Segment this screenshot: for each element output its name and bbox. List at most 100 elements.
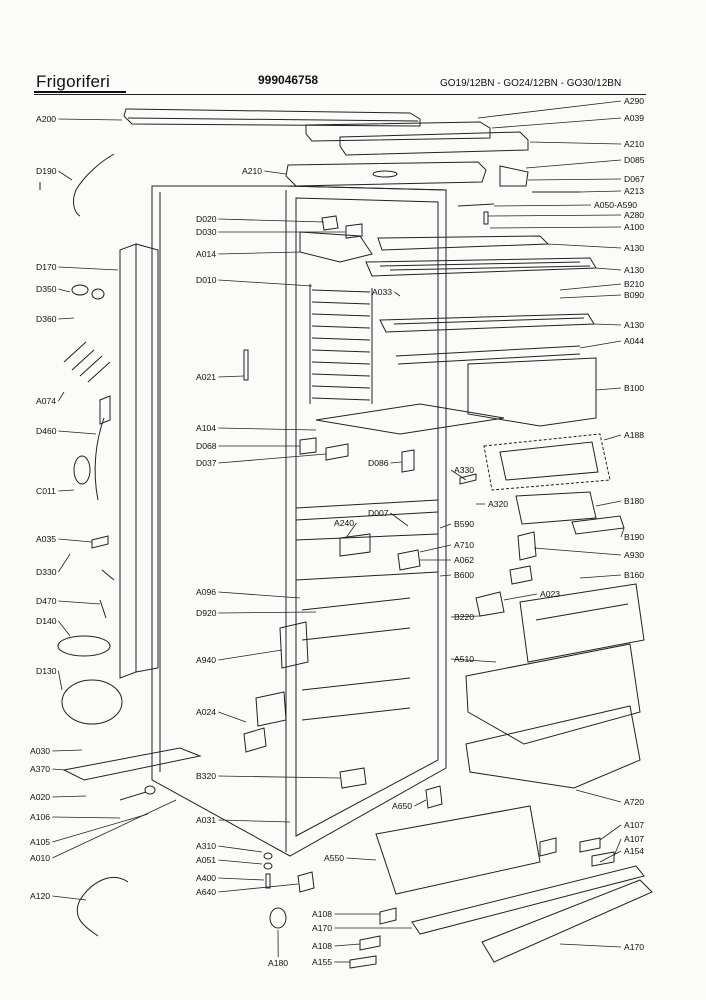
leader-line-a940	[218, 649, 283, 661]
callout-label-a130b: A130	[624, 265, 644, 275]
leader-line-a107a	[599, 824, 622, 841]
leader-line-a044	[579, 340, 622, 349]
leader-line-a050	[493, 204, 592, 207]
leader-line-b160	[579, 574, 622, 579]
leader-line-a033	[394, 291, 401, 297]
control-panel	[339, 131, 529, 156]
callout-label-a650: A650	[392, 801, 412, 811]
callout-label-a155: A155	[312, 957, 332, 967]
shelf-a130-upper	[377, 235, 550, 251]
callout-label-a023: A023	[540, 589, 560, 599]
callout-label-a370: A370	[30, 764, 50, 774]
callout-label-d460: D460	[36, 426, 57, 436]
callout-label-d037: D037	[196, 458, 217, 468]
evaporator	[309, 284, 373, 404]
callout-label-a550: A550	[324, 853, 344, 863]
leader-line-a031	[218, 819, 291, 823]
crisper-drawer	[467, 357, 597, 427]
callout-label-a154: A154	[624, 846, 644, 856]
callout-label-d007: D007	[368, 508, 389, 518]
leader-line-a108b	[334, 943, 361, 947]
brand-title: Frigoriferi	[36, 72, 110, 91]
leader-line-a130c	[593, 323, 622, 326]
leader-line-a210a	[529, 141, 622, 145]
callout-label-a107a: A107	[624, 820, 644, 830]
callout-label-a188: A188	[624, 430, 644, 440]
leader-line-a290	[477, 100, 622, 119]
leader-line-a154	[599, 850, 622, 863]
leader-line-a720	[575, 789, 622, 803]
callout-label-a074: A074	[36, 396, 56, 406]
leader-line-a650	[414, 799, 427, 807]
callout-label-a024: A024	[196, 707, 216, 717]
callout-label-d330: D330	[36, 567, 57, 577]
callout-label-a033: A033	[372, 287, 392, 297]
callout-label-a720: A720	[624, 797, 644, 807]
callout-label-a031: A031	[196, 815, 216, 825]
leader-line-b190	[620, 527, 625, 538]
leader-line-d067	[527, 178, 622, 181]
leader-line-a020	[52, 795, 87, 798]
callout-label-a108a: A108	[312, 909, 332, 919]
base-plate	[62, 747, 202, 781]
drawer-b160	[519, 583, 645, 663]
callout-label-d360: D360	[36, 314, 57, 324]
callout-label-a062: A062	[454, 555, 474, 565]
heater-coils	[63, 341, 111, 383]
leader-line-a010	[52, 799, 177, 859]
drawer-a510	[465, 643, 641, 745]
callout-label-d010: D010	[196, 275, 217, 285]
capillary-wire	[73, 153, 115, 217]
leader-line-a120	[52, 895, 87, 901]
leader-line-d360	[58, 317, 75, 320]
callout-label-d140: D140	[36, 616, 57, 626]
callout-label-a030: A030	[30, 746, 50, 756]
callout-label-b210: B210	[624, 279, 644, 289]
ice-tray	[515, 491, 597, 525]
leader-line-a106	[52, 816, 121, 819]
leader-line-a188	[603, 434, 622, 441]
callout-label-b320: B320	[196, 771, 216, 781]
callout-label-a930: A930	[624, 550, 644, 560]
leader-line-d085	[525, 159, 622, 169]
callout-label-a039: A039	[624, 113, 644, 123]
fan-cover	[57, 635, 111, 657]
top-panel	[123, 108, 421, 127]
callout-label-d130: D130	[36, 666, 57, 676]
leader-line-a100	[489, 226, 622, 229]
callout-label-b600: B600	[454, 570, 474, 580]
callout-label-d068: D068	[196, 441, 217, 451]
leader-line-a130a	[547, 243, 622, 249]
leader-line-a014	[218, 251, 301, 255]
callout-label-a020: A020	[30, 792, 50, 802]
leader-line-a130b	[595, 267, 622, 271]
drain-tube	[94, 417, 105, 501]
leader-line-d130	[58, 670, 63, 691]
leader-line-a107b	[613, 838, 622, 857]
leader-line-a023	[503, 593, 538, 601]
leader-line-a310	[218, 845, 263, 853]
callout-label-a100: A100	[624, 222, 644, 232]
callout-label-a213: A213	[624, 186, 644, 196]
drawer-a720	[465, 705, 641, 789]
leader-line-a104	[218, 427, 317, 431]
compressor	[61, 679, 123, 725]
leader-line-a030	[52, 749, 83, 752]
callout-label-a130a: A130	[624, 243, 644, 253]
callout-label-d086: D086	[368, 458, 389, 468]
leader-line-a930	[533, 547, 622, 556]
leader-line-d190	[58, 170, 73, 181]
callout-label-d350: D350	[36, 284, 57, 294]
leader-line-a074	[58, 391, 65, 402]
leader-line-a096	[218, 591, 301, 599]
callout-label-a290: A290	[624, 96, 644, 106]
leader-line-d470	[58, 600, 101, 605]
ice-cover	[483, 433, 611, 491]
callout-label-a210b: A210	[242, 166, 262, 176]
callout-label-a640: A640	[196, 887, 216, 897]
callout-label-a050: A050-A590	[594, 200, 637, 210]
leader-line-a400	[218, 877, 265, 881]
thermostat	[71, 284, 89, 296]
leader-line-a039	[491, 117, 622, 129]
